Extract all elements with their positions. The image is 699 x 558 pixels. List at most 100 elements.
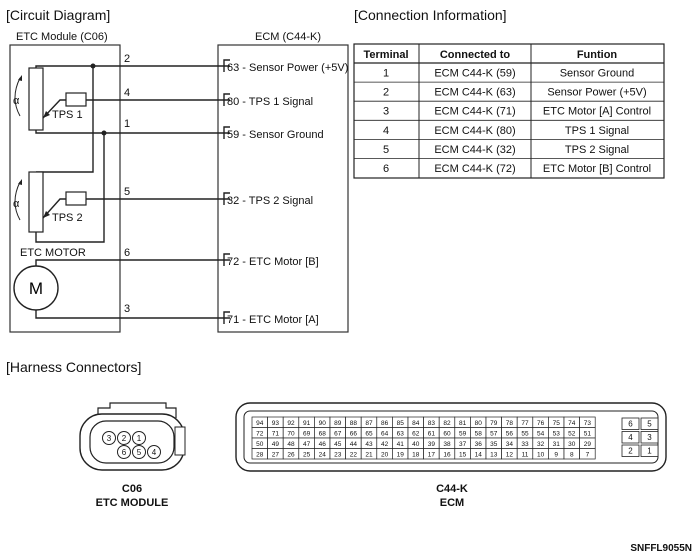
ecm-side-pin-cell — [640, 417, 659, 430]
ecm-pin: 88 — [350, 420, 358, 427]
ecm-pin: 92 — [287, 420, 295, 427]
ecm-pin: 46 — [319, 441, 327, 448]
ecm-pin: 13 — [490, 451, 498, 458]
ecm-pin: 50 — [256, 441, 264, 448]
pin-bracket — [223, 126, 230, 139]
ecm-pin: 17 — [428, 451, 436, 458]
ecm-pin: 22 — [350, 451, 358, 458]
ecm-pin: 41 — [397, 441, 405, 448]
table-cell: ECM C44-K (63) — [434, 87, 515, 99]
tps1-alpha: α — [13, 95, 20, 107]
wire-number: 4 — [124, 87, 130, 99]
ecm-pin: 27 — [272, 451, 280, 458]
wire-lines — [35, 63, 230, 319]
table-cell: 3 — [383, 106, 389, 118]
ecm-pin-labels: 63 - Sensor Power (+5V) 80 - TPS 1 Signa… — [223, 59, 348, 326]
pin-bracket — [223, 253, 230, 266]
harness-connectors-title: [Harness Connectors] — [6, 359, 141, 375]
ecm-side-pin: 1 — [647, 447, 652, 456]
ecm-pin: 62 — [412, 430, 420, 437]
ecm-pin: 14 — [475, 451, 483, 458]
ecm-pin-cell — [579, 448, 596, 460]
ecm-pin: 11 — [522, 451, 529, 458]
ecm-pin: 33 — [521, 441, 529, 448]
table-cell: ECM C44-K (32) — [434, 144, 515, 156]
ecm-pin: 43 — [365, 441, 373, 448]
ecm-pin: 56 — [506, 430, 514, 437]
motor-symbol — [13, 265, 59, 311]
ecm-pin: 18 — [412, 451, 420, 458]
table-cell: Sensor Power (+5V) — [547, 87, 646, 99]
ecm-pin: 30 — [568, 441, 576, 448]
ecm-pin: 8 — [570, 451, 574, 458]
ecm-pin: 23 — [334, 451, 342, 458]
ecm-pin: 21 — [365, 451, 373, 458]
ecm-pin: 66 — [350, 430, 358, 437]
wire-ground-link — [35, 133, 105, 243]
ecm-pin: 81 — [459, 420, 467, 427]
ecm-pin: 70 — [287, 430, 295, 437]
connection-info-title: [Connection Information] — [354, 7, 507, 23]
c06-side-tab — [174, 426, 186, 456]
ecm-name: ECM — [440, 497, 464, 509]
table-cell: 1 — [383, 68, 389, 80]
wire-number: 3 — [124, 303, 130, 315]
ecm-code: C44-K — [436, 483, 468, 495]
ecm-side-pin: 5 — [647, 420, 652, 429]
ecm-box — [217, 44, 349, 333]
table-cell: ETC Motor [B] Control — [543, 163, 651, 175]
pin-bracket — [223, 93, 230, 106]
ecm-pin: 35 — [490, 441, 498, 448]
c06-pin: 6 — [122, 448, 127, 457]
ecm-pin: 52 — [568, 430, 576, 437]
ecm-pin: 94 — [256, 420, 264, 427]
table-cell: ECM C44-K (72) — [434, 163, 515, 175]
ecm-pin: 60 — [443, 430, 451, 437]
wire-number: 6 — [124, 247, 130, 259]
ecm-signal-label: 71 - ETC Motor [A] — [227, 314, 319, 326]
wire-sensor-power — [35, 65, 230, 68]
ecm-signal-label: 72 - ETC Motor [B] — [227, 256, 319, 268]
junction-dot — [101, 130, 107, 136]
wire-number: 2 — [124, 53, 130, 65]
ecm-pin: 38 — [443, 441, 451, 448]
ecm-pin: 16 — [443, 451, 451, 458]
ecm-pin: 19 — [397, 451, 405, 458]
wire-number: 5 — [124, 186, 130, 198]
tps1-rotation-arrow — [18, 75, 22, 81]
ecm-signal-label: 32 - TPS 2 Signal — [227, 195, 313, 207]
table-header: Terminal — [363, 49, 408, 61]
ecm-pin: 28 — [256, 451, 264, 458]
wire-motor-b — [35, 259, 230, 266]
ecm-pin: 80 — [475, 420, 483, 427]
ecm-pin: 73 — [584, 420, 592, 427]
ecm-pin: 77 — [521, 420, 529, 427]
ecm-pin: 58 — [475, 430, 483, 437]
ecm-pin: 48 — [287, 441, 295, 448]
ecm-pin: 71 — [272, 430, 280, 437]
table-cell: 2 — [383, 87, 389, 99]
ecm-pin: 69 — [303, 430, 311, 437]
tps2-sensor: α TPS 2 — [13, 171, 87, 233]
ecm-pin: 72 — [256, 430, 264, 437]
c06-code: C06 — [122, 483, 142, 495]
ecm-pin: 84 — [412, 420, 420, 427]
ecm-side-pin: 4 — [628, 433, 633, 442]
etc-motor-label: ETC MOTOR — [20, 247, 86, 259]
ecm-pin: 59 — [459, 430, 467, 437]
tps2-wiper — [42, 198, 66, 219]
motor-letter: M — [29, 279, 43, 298]
ecm-pin: 9 — [554, 451, 558, 458]
ecm-pin: 31 — [553, 441, 561, 448]
ecm-pin: 68 — [319, 430, 327, 437]
ecm-pin: 47 — [303, 441, 311, 448]
ecm-pin: 44 — [350, 441, 358, 448]
ecm-pin: 49 — [272, 441, 280, 448]
c06-latch — [97, 402, 177, 418]
ecm-side-pin-cell — [640, 431, 659, 444]
c06-pin: 3 — [107, 434, 112, 443]
pin-bracket — [223, 59, 230, 72]
ecm-pin: 37 — [459, 441, 467, 448]
